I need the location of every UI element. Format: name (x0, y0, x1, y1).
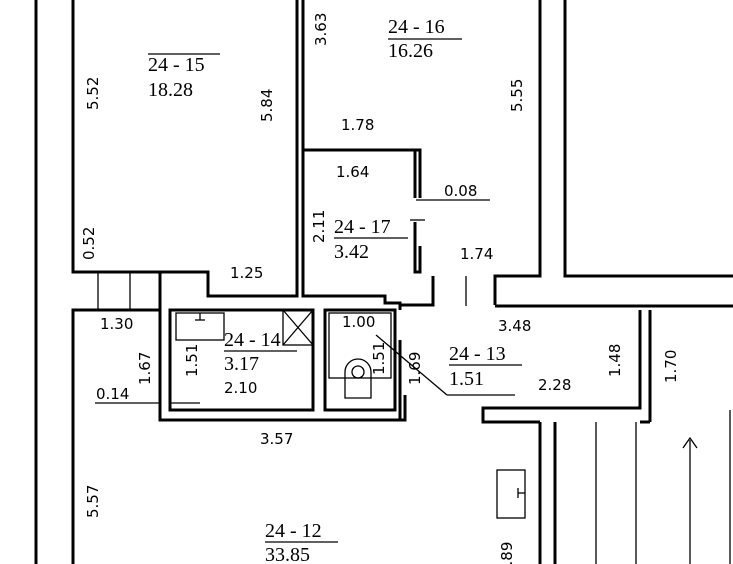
room-area: 33.85 (265, 544, 310, 564)
dimension: 3.48 (498, 317, 531, 335)
dimension: 3.57 (260, 430, 293, 448)
sink-icon (496, 469, 526, 519)
room-labels: 24 - 15 18.28 24 - 16 16.26 24 - 17 3.42… (148, 16, 506, 564)
room-id: 24 - 13 (449, 343, 506, 365)
dimension: 2.28 (538, 376, 571, 394)
room-id: 24 - 12 (265, 520, 322, 542)
dimension: 1.51 (370, 342, 388, 375)
room-id: 24 - 15 (148, 54, 205, 76)
dimension: 5.52 (84, 77, 102, 110)
room-area: 18.28 (148, 79, 193, 101)
fixtures (175, 309, 526, 519)
dimension: 0.08 (444, 182, 477, 200)
dimension: 1.74 (460, 245, 493, 263)
dimension: 5.55 (508, 79, 526, 112)
dimension: 1.78 (341, 116, 374, 134)
dimension: 5.84 (258, 89, 276, 122)
dimension-labels: 5.52 5.84 3.63 5.55 1.78 1.64 0.08 2.11 … (80, 13, 680, 564)
dimension-lines (95, 38, 522, 543)
room-height: 2.10 (224, 379, 257, 397)
room-area: 3.42 (334, 241, 369, 263)
room-area: 16.26 (388, 40, 433, 62)
room-area: 1.51 (449, 368, 484, 390)
room-area: 3.17 (224, 353, 259, 375)
stairs (595, 410, 731, 564)
shaft-icon (282, 309, 314, 346)
dimension: 1.30 (100, 315, 133, 333)
dimension: 5.57 (84, 485, 102, 518)
dimension: 2.89 (498, 542, 516, 564)
dimension: 1.70 (662, 350, 680, 383)
room-id: 24 - 14 (224, 329, 281, 351)
dimension: 0.14 (96, 385, 129, 403)
room-id: 24 - 16 (388, 16, 445, 38)
dimension: 1.51 (183, 344, 201, 377)
dimension: 1.64 (336, 163, 369, 181)
dimension: 2.11 (310, 210, 328, 243)
dimension: 1.25 (230, 264, 263, 282)
dimension: 1.00 (342, 313, 375, 331)
dimension: 1.48 (606, 344, 624, 377)
dimension: 1.69 (406, 352, 424, 385)
dimension: 0.52 (80, 227, 98, 260)
dimension: 3.63 (312, 13, 330, 46)
dimension: 1.67 (136, 352, 154, 385)
room-id: 24 - 17 (334, 216, 391, 238)
walls (34, 0, 733, 564)
